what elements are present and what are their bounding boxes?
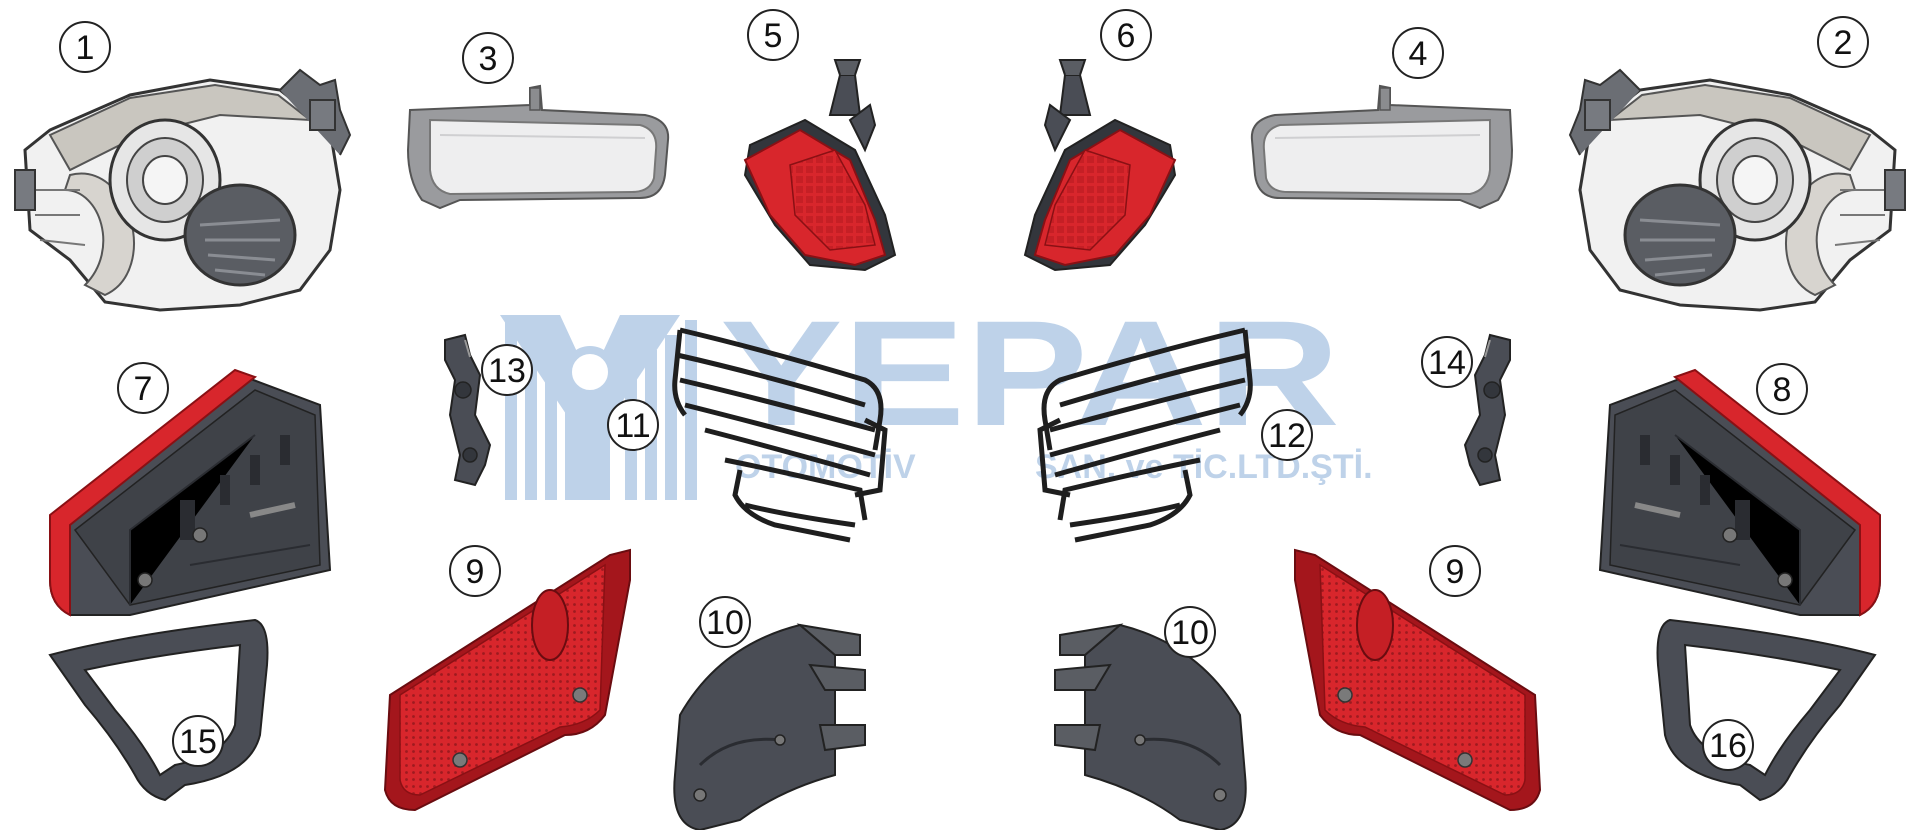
callout-10-left-label: 10	[706, 604, 744, 642]
callout-12-label: 12	[1268, 417, 1306, 455]
callout-9-right-label: 9	[1446, 553, 1465, 591]
callout-11: 11	[607, 399, 659, 451]
callout-4: 4	[1392, 27, 1444, 79]
left-rear-reflector	[384, 549, 631, 811]
callout-16: 16	[1702, 719, 1754, 771]
callout-7-label: 7	[134, 370, 153, 408]
watermark-brand: YEPAR	[720, 289, 1340, 457]
right-cover	[1053, 623, 1248, 830]
callout-13: 13	[481, 344, 533, 396]
callout-14: 14	[1421, 336, 1473, 388]
callout-9-left: 9	[449, 545, 501, 597]
callout-16-label: 16	[1709, 727, 1747, 765]
callout-8: 8	[1756, 363, 1808, 415]
watermark: YEPAR OTOMOTİV SAN. ve TİC.LTD.ŞTİ.	[500, 289, 1373, 500]
right-fog-lamp	[1250, 85, 1513, 209]
left-fog-lamp	[407, 85, 670, 209]
right-marker-lamp	[1024, 59, 1176, 271]
callout-15-label: 15	[179, 723, 217, 761]
callout-10-right-label: 10	[1171, 614, 1209, 652]
callout-12: 12	[1261, 409, 1313, 461]
right-rear-reflector	[1294, 549, 1541, 811]
right-frame	[1656, 619, 1876, 801]
left-headlight	[13, 68, 352, 312]
callout-9-right: 9	[1429, 545, 1481, 597]
callout-11-label: 11	[615, 407, 650, 445]
callout-14-label: 14	[1428, 344, 1466, 382]
callout-3: 3	[462, 32, 514, 84]
callout-9-left-label: 9	[466, 553, 485, 591]
callout-5-label: 5	[764, 17, 783, 55]
left-cover	[672, 623, 867, 830]
callout-1: 1	[59, 21, 111, 73]
callout-10-left: 10	[699, 596, 751, 648]
callout-2: 2	[1817, 16, 1869, 68]
callout-4-label: 4	[1409, 35, 1428, 73]
right-tail-lamp	[1600, 370, 1880, 615]
callout-6-label: 6	[1117, 17, 1136, 55]
callout-13-label: 13	[488, 352, 526, 390]
left-bracket	[444, 334, 491, 486]
callout-1-label: 1	[76, 29, 95, 67]
callout-6: 6	[1100, 9, 1152, 61]
callout-badges: 1 2 3 4 5 6 7 8 9 9 10 10 11 12 13 14 15…	[59, 9, 1869, 771]
callout-3-label: 3	[479, 40, 498, 78]
callout-15: 15	[172, 715, 224, 767]
right-headlight	[1568, 68, 1907, 312]
left-tail-lamp	[50, 370, 330, 615]
callout-8-label: 8	[1773, 371, 1792, 409]
callout-7: 7	[117, 362, 169, 414]
watermark-logo-icon	[500, 315, 697, 500]
callout-10-right: 10	[1164, 606, 1216, 658]
left-frame	[49, 619, 269, 801]
callout-2-label: 2	[1834, 24, 1853, 62]
callout-5: 5	[747, 9, 799, 61]
left-marker-lamp	[744, 59, 896, 271]
